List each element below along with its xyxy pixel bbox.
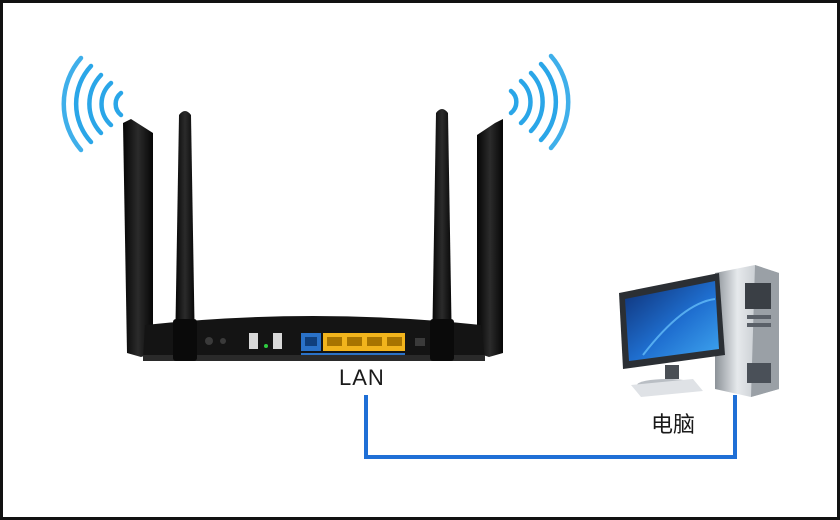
monitor-screen [625, 281, 719, 361]
power-button [205, 337, 213, 345]
desktop-computer-icon [619, 265, 779, 397]
lan-ports [323, 333, 405, 351]
computer-label: 电脑 [651, 413, 696, 438]
wifi-signal-right-icon [508, 53, 571, 151]
router-antenna [432, 109, 452, 353]
router-antenna [175, 111, 195, 353]
wifi-signal-left-icon [61, 55, 124, 153]
usb-port [249, 333, 258, 349]
antenna-base [430, 319, 454, 361]
router-connection-diagram [61, 53, 779, 459]
lan-label: LAN [339, 365, 385, 390]
router-antenna [123, 119, 153, 357]
usb-port [273, 333, 282, 349]
ethernet-cable [364, 395, 737, 459]
router-antenna [477, 119, 503, 357]
antenna-base [173, 319, 197, 361]
router-icon [123, 109, 503, 361]
keyboard [631, 379, 703, 397]
